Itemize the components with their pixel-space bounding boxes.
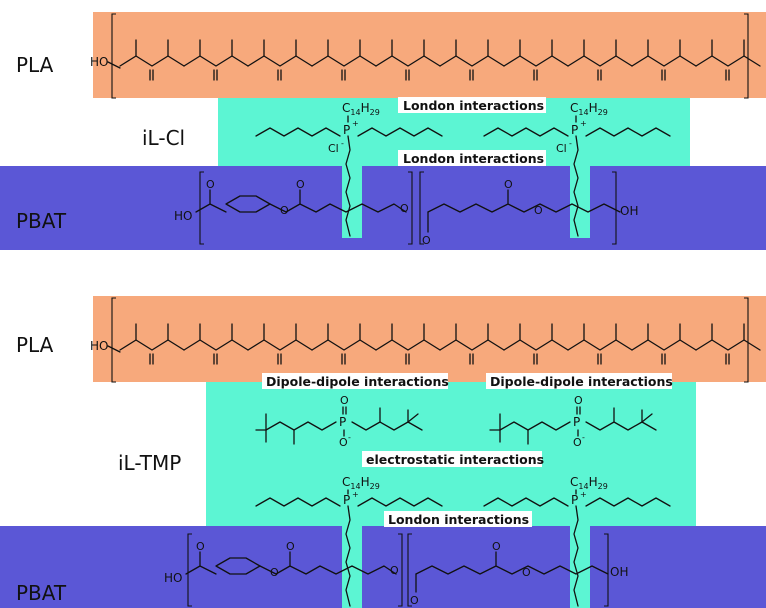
pbat-chain-bottom: HO O O O O OH O O O	[164, 533, 628, 607]
svg-text:O: O	[339, 436, 348, 449]
svg-text:O: O	[196, 540, 205, 553]
svg-text:London interactions: London interactions	[388, 512, 529, 527]
london-interactions-label-bottom: London interactions	[384, 511, 532, 527]
svg-text:O: O	[422, 234, 431, 247]
svg-text:O: O	[390, 564, 399, 577]
svg-text:O: O	[286, 540, 295, 553]
svg-text:-: -	[582, 433, 585, 442]
pbat-band-top	[0, 166, 766, 250]
london-interactions-label-upper-top: London interactions	[398, 97, 546, 113]
svg-text:O: O	[206, 178, 215, 191]
ionic-liquid-tail-2-top	[570, 166, 590, 238]
pla-band-bottom	[93, 296, 766, 382]
phosphinate-anion-2: O P O -	[489, 394, 657, 449]
svg-text:O: O	[492, 540, 501, 553]
svg-text:HO: HO	[90, 339, 108, 353]
svg-text:HO: HO	[164, 571, 182, 585]
pla-chain-top: HO	[90, 13, 761, 99]
svg-text:O: O	[504, 178, 513, 191]
ionic-liquid-tail-1-top	[342, 166, 362, 238]
ionic-liquid-tail-2-bottom	[570, 526, 590, 608]
pbat-chain-top: HO O O O O OH O O O	[174, 171, 638, 247]
svg-text:-: -	[341, 139, 344, 148]
svg-text:electrostatic interactions: electrostatic interactions	[366, 452, 544, 467]
ionic-liquid-tail-1-bottom	[342, 526, 362, 608]
svg-text:O: O	[400, 202, 409, 215]
dipole-dipole-label-left: Dipole-dipole interactions	[262, 373, 449, 389]
svg-text:O: O	[574, 394, 583, 407]
svg-text:+: +	[352, 490, 359, 499]
svg-text:HO: HO	[174, 209, 192, 223]
svg-text:P: P	[571, 493, 578, 507]
pbat-label-top: PBAT	[16, 209, 67, 233]
svg-text:-: -	[348, 433, 351, 442]
svg-text:+: +	[580, 490, 587, 499]
pla-band-top	[93, 12, 766, 98]
svg-text:OH: OH	[610, 565, 628, 579]
svg-text:Dipole-dipole interactions: Dipole-dipole interactions	[266, 374, 449, 389]
svg-text:HO: HO	[90, 55, 108, 69]
ionic-liquid-label-bottom: iL-TMP	[118, 451, 181, 475]
pbat-label-bottom: PBAT	[16, 581, 67, 605]
pla-label-top: PLA	[16, 53, 54, 77]
svg-text:O: O	[340, 394, 349, 407]
svg-text:P: P	[339, 415, 346, 429]
svg-text:O: O	[534, 204, 543, 217]
dipole-dipole-label-right: Dipole-dipole interactions	[486, 373, 673, 389]
svg-text:London interactions: London interactions	[403, 151, 544, 166]
svg-text:OH: OH	[620, 204, 638, 218]
svg-text:P: P	[571, 123, 578, 137]
london-interactions-label-lower-top: London interactions	[398, 150, 546, 166]
svg-text:O: O	[280, 204, 289, 217]
phosphinate-anion-1: O P O -	[255, 394, 423, 449]
pla-chain-bottom: HO	[90, 297, 761, 383]
ionic-liquid-label-top: iL-Cl	[142, 126, 185, 150]
svg-text:Cl: Cl	[556, 142, 567, 155]
svg-text:O: O	[270, 566, 279, 579]
pla-label-bottom: PLA	[16, 333, 54, 357]
electrostatic-label: electrostatic interactions	[362, 451, 544, 467]
svg-text:O: O	[410, 594, 419, 607]
svg-text:+: +	[580, 119, 587, 128]
svg-text:O: O	[296, 178, 305, 191]
svg-text:+: +	[352, 119, 359, 128]
svg-text:P: P	[343, 123, 350, 137]
svg-text:-: -	[569, 139, 572, 148]
svg-text:P: P	[573, 415, 580, 429]
svg-text:London interactions: London interactions	[403, 98, 544, 113]
svg-text:O: O	[573, 436, 582, 449]
svg-text:O: O	[522, 566, 531, 579]
svg-text:P: P	[343, 493, 350, 507]
svg-text:Cl: Cl	[328, 142, 339, 155]
svg-text:Dipole-dipole interactions: Dipole-dipole interactions	[490, 374, 673, 389]
